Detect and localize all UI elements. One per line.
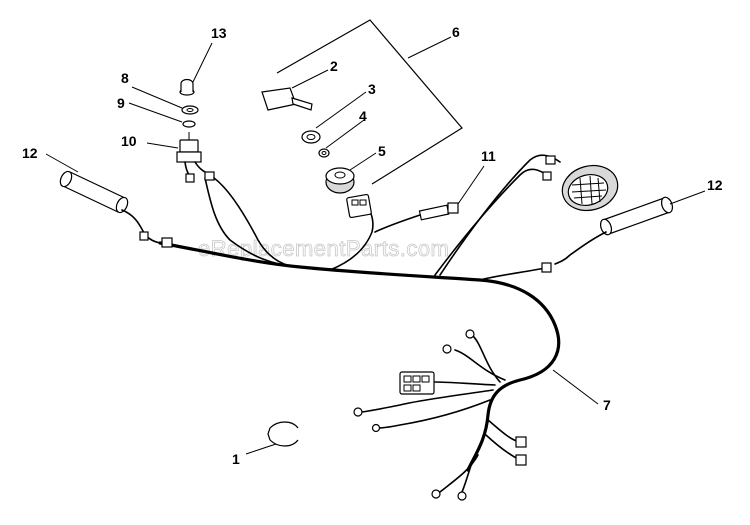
callout-12-right: 12 — [707, 177, 723, 193]
callout-11: 11 — [481, 148, 496, 164]
headlight-lead — [439, 154, 561, 276]
breakout-wire — [439, 454, 479, 493]
toggle-switch — [176, 132, 202, 163]
leader-line — [245, 443, 277, 455]
lock-washer — [182, 120, 196, 128]
leader-line — [407, 36, 452, 59]
breakout-wire — [434, 381, 496, 386]
handle-grip-right — [599, 196, 674, 236]
breakout-wire — [485, 434, 521, 461]
leader-line — [349, 152, 377, 171]
nut-hex — [181, 105, 199, 115]
callout-1: 1 — [232, 451, 240, 467]
harness-branch-right — [479, 267, 546, 281]
callout-12-left: 12 — [22, 145, 38, 161]
handle-grip-left — [59, 170, 129, 214]
bullet-connector — [545, 155, 556, 165]
washer — [301, 130, 321, 144]
callout-2: 2 — [330, 58, 338, 74]
callout-5: 5 — [378, 143, 386, 159]
leader-line — [45, 153, 79, 173]
leader-line — [192, 42, 213, 83]
callout-10: 10 — [121, 133, 137, 149]
breakout-wire — [461, 461, 473, 493]
callout-6: 6 — [452, 24, 460, 40]
bullet-connector — [161, 237, 173, 248]
kit-bracket — [276, 19, 463, 185]
in-line-connector — [418, 202, 459, 221]
breakout-wire — [472, 335, 501, 383]
relay-connector — [399, 371, 435, 395]
connector-lead — [374, 214, 421, 233]
callout-8: 8 — [121, 70, 129, 86]
harness-branch-left — [204, 177, 301, 268]
breakout-wire — [361, 389, 494, 413]
callout-9: 9 — [117, 95, 125, 111]
callout-13: 13 — [211, 25, 227, 41]
leader-line — [131, 86, 183, 109]
leader-line — [291, 69, 329, 89]
leader-line — [325, 119, 365, 149]
breakout-wire — [454, 349, 506, 381]
leader-line — [457, 165, 485, 205]
switch-harness — [213, 177, 291, 267]
bullet-connector — [204, 171, 215, 181]
breakout-wire — [487, 419, 521, 443]
bullet-connector — [542, 171, 552, 181]
leader-line — [552, 369, 599, 405]
knob — [179, 78, 195, 96]
callout-3: 3 — [368, 81, 376, 97]
bullet-connector — [185, 173, 195, 183]
headlight — [561, 164, 619, 212]
leader-line — [128, 102, 183, 123]
leader-line — [669, 190, 706, 205]
bullet-connector — [139, 231, 149, 241]
ignition-connector — [346, 193, 372, 219]
leader-line — [315, 91, 367, 129]
callout-7: 7 — [603, 397, 611, 413]
headlight-lead — [434, 168, 549, 276]
ring-terminal — [353, 329, 475, 501]
main-harness — [158, 241, 561, 472]
spade-connector — [515, 436, 527, 448]
bullet-connector — [541, 262, 552, 273]
wire-clip — [267, 421, 299, 447]
breakout-wire — [377, 399, 491, 429]
key — [261, 87, 313, 111]
spade-connector — [515, 454, 527, 466]
grip-lead-right — [554, 231, 607, 265]
nut — [318, 148, 330, 158]
leader-line — [146, 142, 179, 149]
callout-4: 4 — [359, 108, 367, 124]
ignition-switch — [325, 167, 355, 194]
